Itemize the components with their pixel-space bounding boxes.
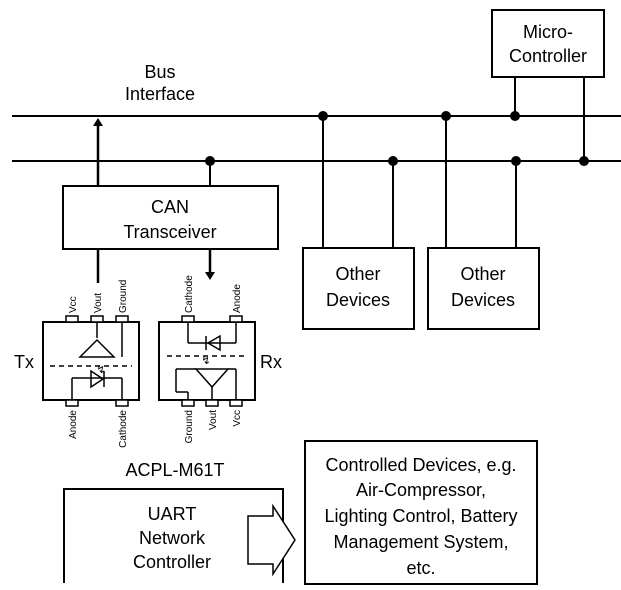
other-devices-box-2 [427,247,540,330]
junction-dot [510,111,520,121]
other-devices-box-1 [302,247,415,330]
junction-dot [511,156,521,166]
rx-light-icon: ↯ [201,355,210,367]
rx-pin-label-cathode: Cathode [184,275,195,313]
other-devices-2-label-line1: Other [460,264,505,284]
other-devices-1-label-line1: Other [335,264,380,284]
controlled-devices-line4: Management System, [333,532,508,552]
junction-dot [388,156,398,166]
junction-dot [441,111,451,121]
controlled-devices-line5: etc. [406,558,435,578]
rx-pin-cathode [181,315,195,323]
rx-internal-circuit [167,322,248,400]
rx-pin-ground [181,399,195,407]
rx-pin-label-anode: Anode [232,284,243,313]
tx-pin-ground [115,315,129,323]
tx-pin-label-ground: Ground [118,280,129,313]
uart-label-line2: Network [139,528,206,548]
rx-pin-vcc [229,399,243,407]
micro-controller-label-line2: Controller [509,46,587,66]
controlled-devices-line3: Lighting Control, Battery [324,506,517,526]
tx-pin-label-vout: Vout [93,293,104,313]
uart-label-line1: UART [148,504,197,524]
controlled-devices-box [304,440,538,585]
rx-optocoupler-package [158,321,256,401]
tx-pin-label-cathode: Cathode [118,410,129,448]
rx-pin-anode [229,315,243,323]
bus-interface-label-line1: Bus [144,62,175,82]
can-transceiver-label-line2: Transceiver [123,222,216,242]
uart-label-line3: Controller [133,552,211,572]
tx-internal-circuit [50,322,132,400]
tx-light-icon: ↯ [96,364,105,376]
junction-dot [318,111,328,121]
tx-pin-vcc [65,315,79,323]
controlled-devices-line1: Controlled Devices, e.g. [325,455,516,475]
micro-controller-box [491,9,605,78]
other-devices-1-label-line2: Devices [326,290,390,310]
junction-dot [579,156,589,166]
can-transceiver-box [62,185,279,250]
rx-pin-label-vcc: Vcc [232,410,243,427]
tx-pin-label-anode: Anode [68,410,79,439]
hollow-arrow-icon [247,503,296,577]
tx-pin-cathode [115,399,129,407]
tx-label: Tx [14,352,34,372]
part-number-label: ACPL-M61T [125,460,224,480]
tx-pin-label-vcc: Vcc [68,296,79,313]
other-devices-2-label-line2: Devices [451,290,515,310]
rx-pin-label-ground: Ground [184,410,195,443]
bus-interface-label-line2: Interface [125,84,195,104]
tx-optocoupler-package [42,321,140,401]
rx-label: Rx [260,352,282,372]
tx-pin-anode [65,399,79,407]
rx-pin-label-vout: Vout [208,410,219,430]
controlled-devices-line2: Air-Compressor, [356,480,486,500]
can-transceiver-label-line1: CAN [151,197,189,217]
tx-pin-vout [90,315,104,323]
micro-controller-label-line1: Micro- [523,22,573,42]
junction-dot [205,156,215,166]
rx-pin-vout [205,399,219,407]
